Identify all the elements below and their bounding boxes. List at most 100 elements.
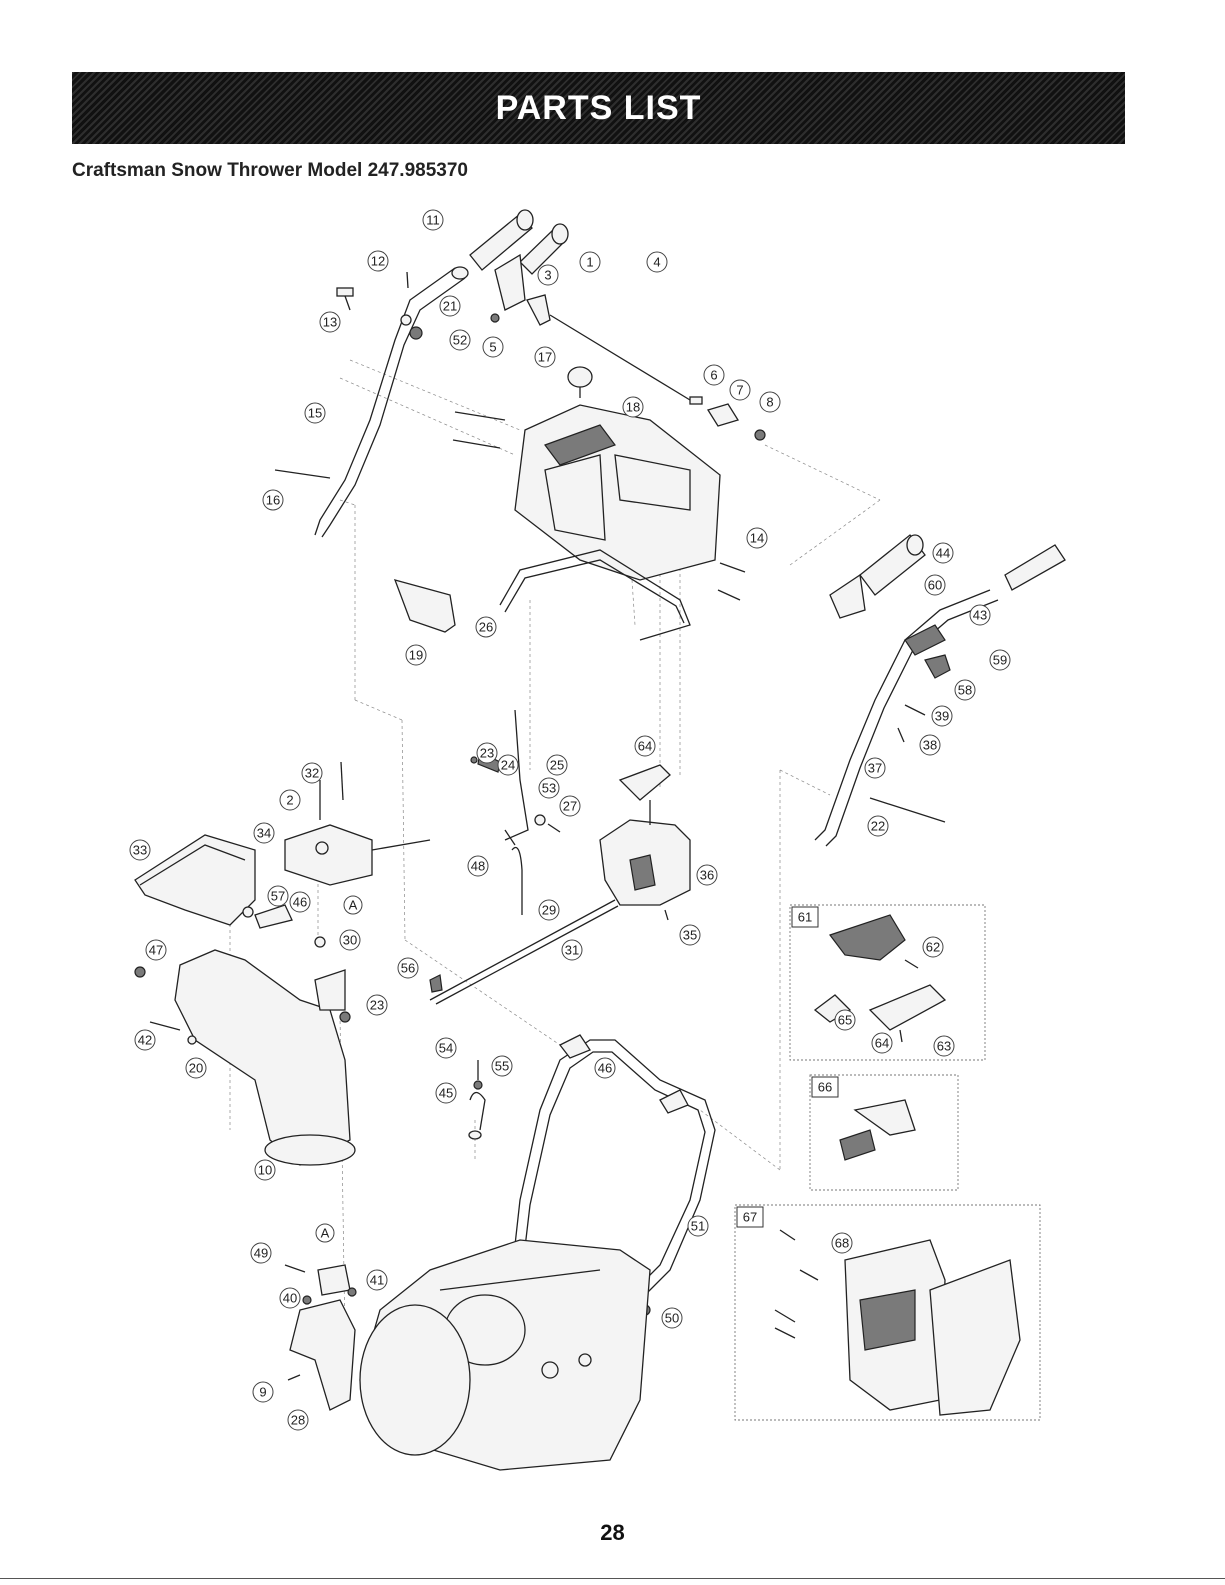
- svg-text:64: 64: [875, 1036, 889, 1051]
- callout: 1: [580, 252, 600, 272]
- svg-text:32: 32: [305, 766, 319, 781]
- svg-text:35: 35: [683, 928, 697, 943]
- svg-text:42: 42: [138, 1033, 152, 1048]
- callout: 17: [535, 347, 555, 367]
- svg-text:11: 11: [426, 213, 440, 228]
- discharge-chute: [135, 950, 355, 1165]
- callout: 27: [560, 796, 580, 816]
- page-number: 28: [0, 1520, 1225, 1546]
- callout: 45: [436, 1083, 456, 1103]
- svg-text:55: 55: [495, 1059, 509, 1074]
- svg-text:36: 36: [700, 868, 714, 883]
- svg-text:48: 48: [471, 859, 485, 874]
- callout: 31: [562, 940, 582, 960]
- svg-text:53: 53: [542, 781, 556, 796]
- callout: 42: [135, 1030, 155, 1050]
- callout: 57: [268, 886, 288, 906]
- callout: 41: [367, 1270, 387, 1290]
- svg-text:39: 39: [935, 709, 949, 724]
- svg-text:31: 31: [565, 943, 579, 958]
- callout: 65: [835, 1010, 855, 1030]
- callout: 64: [635, 736, 655, 756]
- svg-text:33: 33: [133, 843, 147, 858]
- callout: 46: [595, 1058, 615, 1078]
- ref-a-label: A: [321, 1226, 330, 1241]
- shift-linkage: [471, 710, 560, 915]
- callout: 56: [398, 958, 418, 978]
- chute-deflector: [135, 835, 255, 925]
- callout: 22: [868, 816, 888, 836]
- svg-text:68: 68: [835, 1236, 849, 1251]
- callout: 34: [254, 823, 274, 843]
- callout: 43: [970, 605, 990, 625]
- callout: 37: [865, 758, 885, 778]
- svg-text:24: 24: [501, 758, 515, 773]
- callout: 48: [468, 856, 488, 876]
- svg-text:58: 58: [958, 683, 972, 698]
- handle-grips: [470, 210, 568, 310]
- callout: 15: [305, 403, 325, 423]
- svg-text:62: 62: [926, 940, 940, 955]
- callout: 26: [476, 617, 496, 637]
- svg-text:60: 60: [928, 578, 942, 593]
- svg-text:20: 20: [189, 1061, 203, 1076]
- callout: 33: [130, 840, 150, 860]
- svg-text:41: 41: [370, 1273, 384, 1288]
- svg-text:23: 23: [480, 746, 494, 761]
- callout: 21: [440, 296, 460, 316]
- svg-text:5: 5: [489, 340, 496, 355]
- svg-text:40: 40: [283, 1291, 297, 1306]
- callout: 29: [539, 900, 559, 920]
- svg-text:26: 26: [479, 620, 493, 635]
- callout: 30: [340, 930, 360, 950]
- bottom-divider: [0, 1578, 1225, 1579]
- callout: 50: [662, 1308, 682, 1328]
- auger-housing: [360, 1240, 650, 1470]
- inset-label: 67: [743, 1210, 757, 1225]
- svg-text:16: 16: [266, 493, 280, 508]
- svg-text:22: 22: [871, 819, 885, 834]
- callout: 19: [406, 645, 426, 665]
- chute-base-bracket: [285, 1265, 356, 1410]
- callout: 54: [436, 1038, 456, 1058]
- svg-text:52: 52: [453, 333, 467, 348]
- callout: 59: [990, 650, 1010, 670]
- callout: 4: [647, 252, 667, 272]
- callout: 25: [547, 755, 567, 775]
- callout: 20: [186, 1058, 206, 1078]
- svg-text:18: 18: [626, 400, 640, 415]
- callout: 28: [288, 1410, 308, 1430]
- callout: 12: [368, 251, 388, 271]
- callout: 16: [263, 490, 283, 510]
- callout: 46: [290, 892, 310, 912]
- svg-text:45: 45: [439, 1086, 453, 1101]
- callout: 2: [280, 790, 300, 810]
- callout: 5: [483, 337, 503, 357]
- svg-text:64: 64: [638, 739, 652, 754]
- svg-text:9: 9: [259, 1385, 266, 1400]
- svg-text:12: 12: [371, 254, 385, 269]
- callout: 49: [251, 1243, 271, 1263]
- svg-text:7: 7: [736, 383, 743, 398]
- svg-text:57: 57: [271, 889, 285, 904]
- svg-text:50: 50: [665, 1311, 679, 1326]
- callout: 40: [280, 1288, 300, 1308]
- svg-text:49: 49: [254, 1246, 268, 1261]
- callout: 6: [704, 365, 724, 385]
- svg-text:14: 14: [750, 531, 764, 546]
- callout: 8: [760, 392, 780, 412]
- svg-text:19: 19: [409, 648, 423, 663]
- callout: 35: [680, 925, 700, 945]
- svg-text:27: 27: [563, 799, 577, 814]
- callout: 63: [934, 1036, 954, 1056]
- svg-text:28: 28: [291, 1413, 305, 1428]
- callout: 10: [255, 1160, 275, 1180]
- cable-fittings: [690, 397, 765, 440]
- svg-text:8: 8: [766, 395, 773, 410]
- callout: 64: [872, 1033, 892, 1053]
- chute-cap: [243, 762, 430, 947]
- svg-text:23: 23: [370, 998, 384, 1013]
- svg-text:17: 17: [538, 350, 552, 365]
- callout: 60: [925, 575, 945, 595]
